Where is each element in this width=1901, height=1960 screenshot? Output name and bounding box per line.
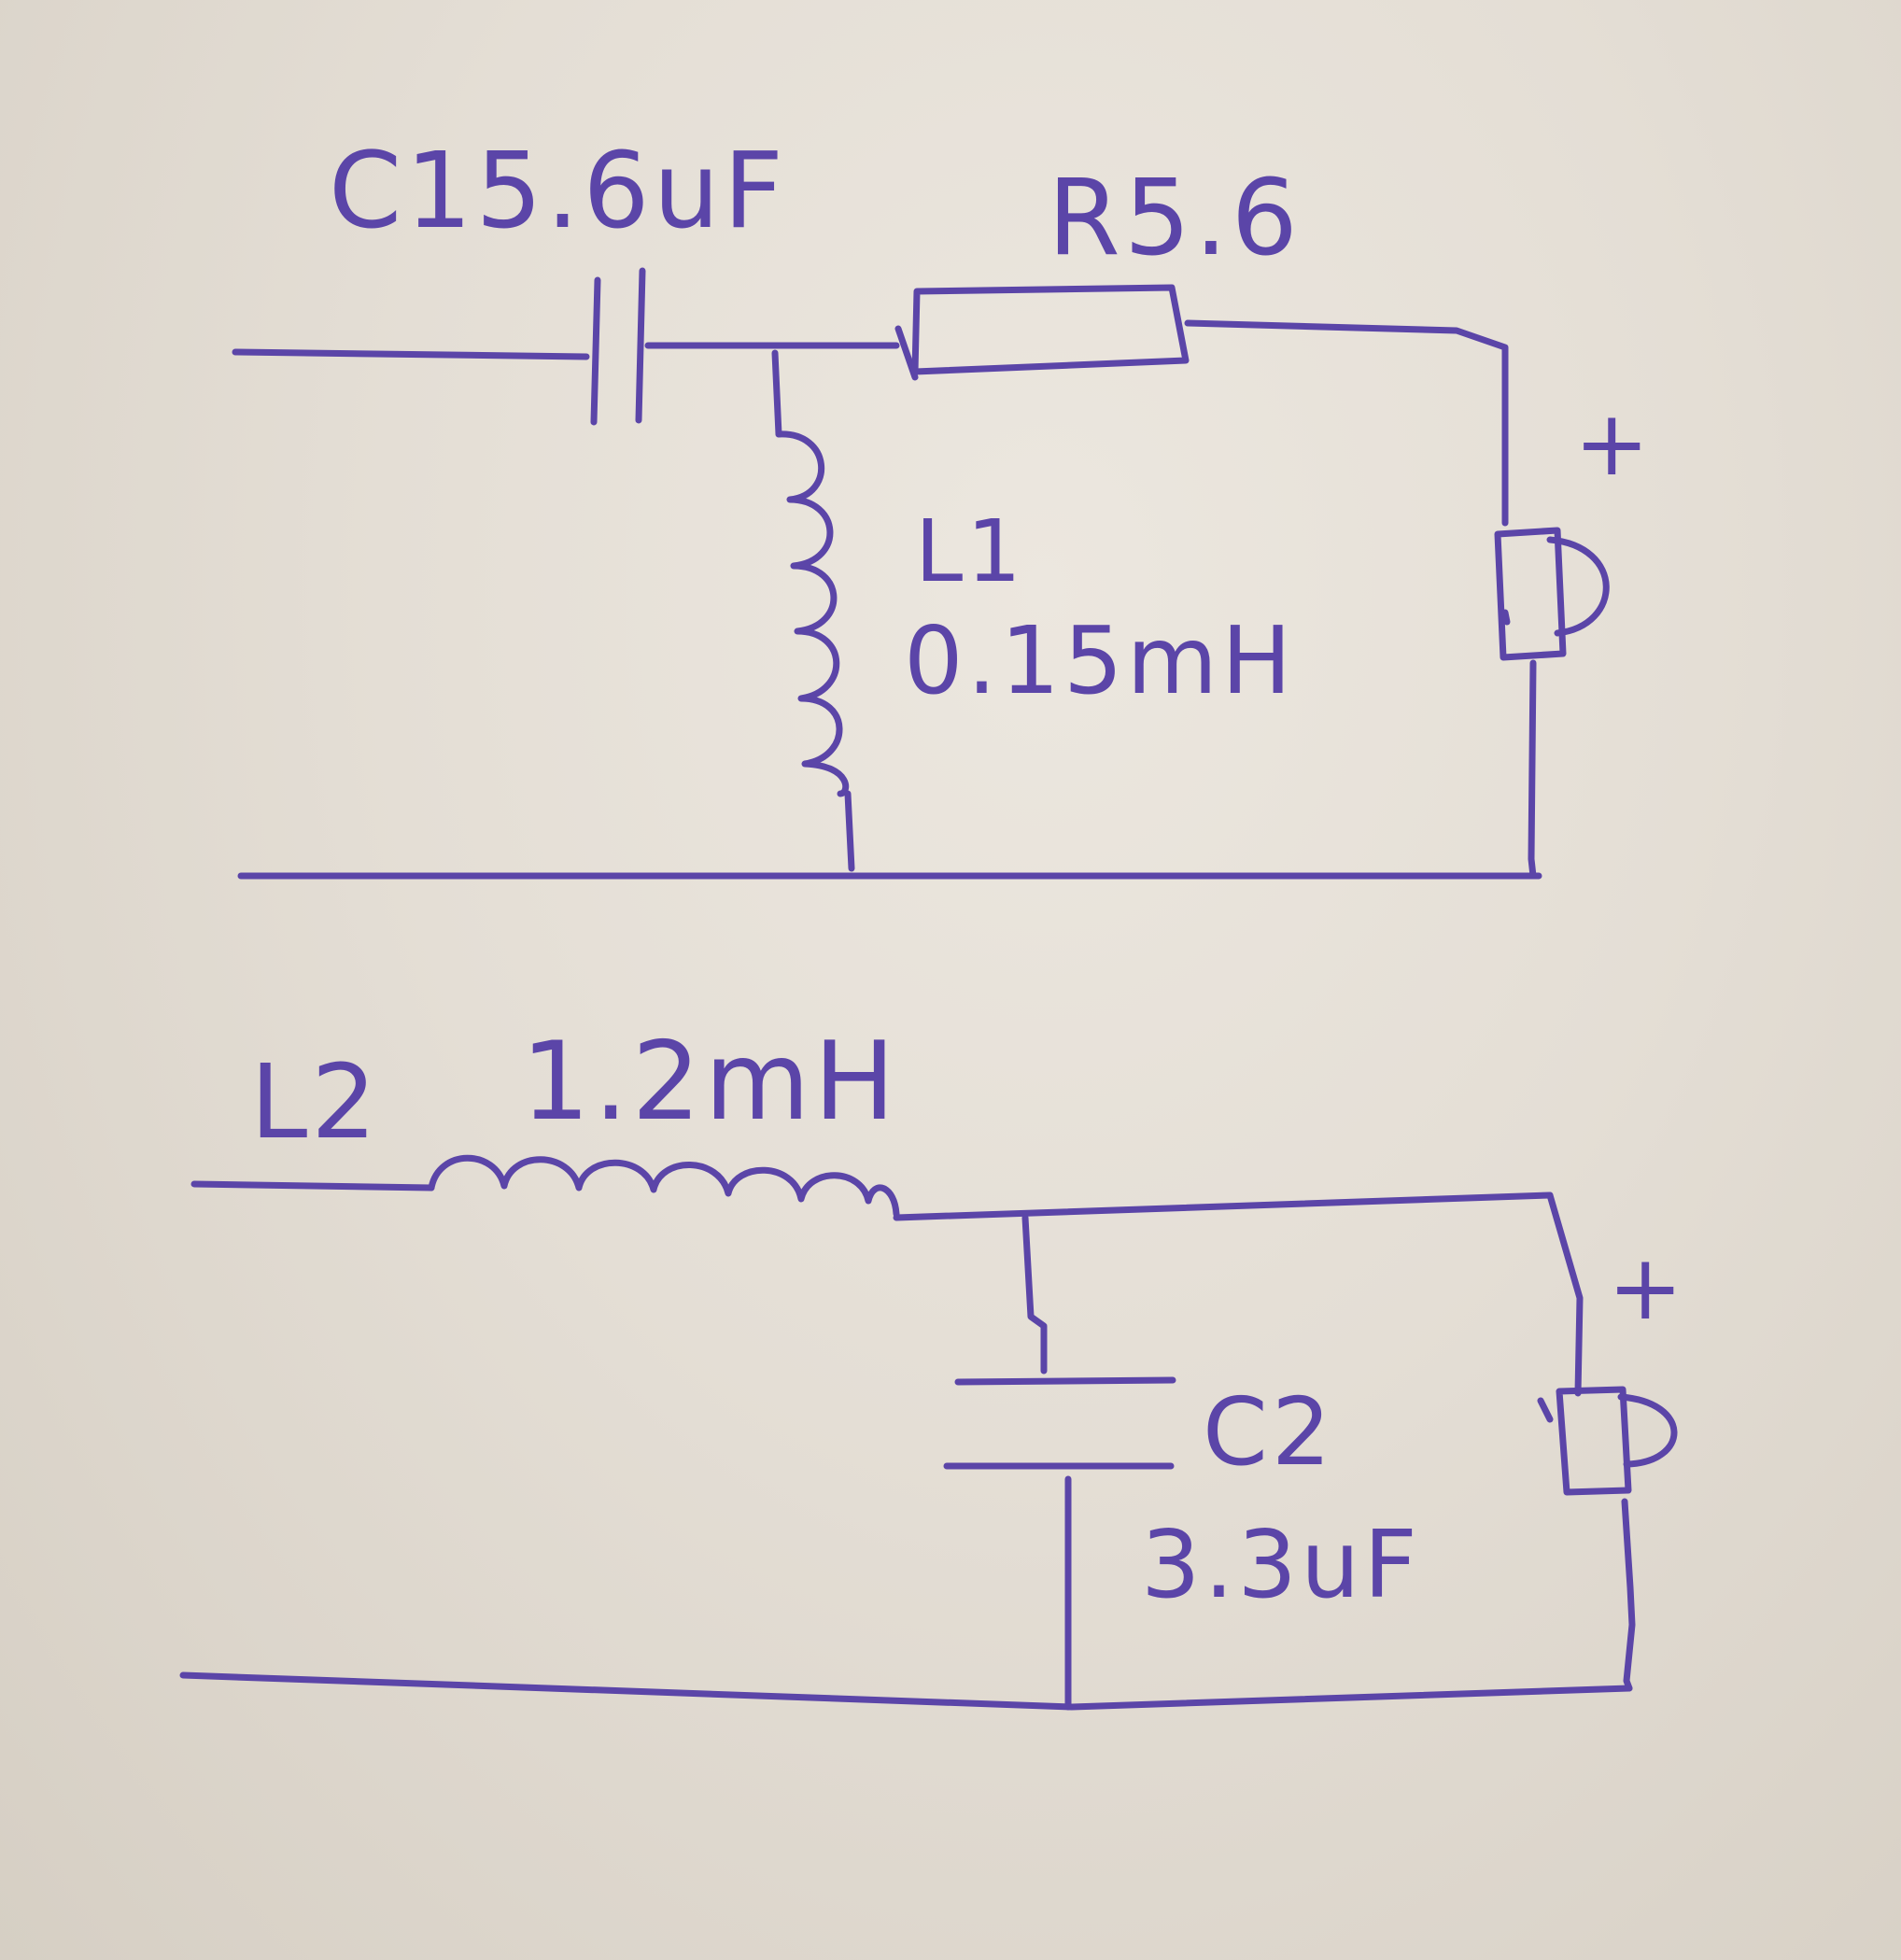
l2-name-label: L2: [250, 1042, 380, 1162]
inductor-l2-symbol: [428, 1154, 900, 1218]
resistor-r-symbol: [911, 284, 1190, 375]
top-circuit: [232, 267, 1610, 880]
top-right-wire: [1184, 319, 1509, 527]
bottom-right-wire: [1546, 1192, 1584, 1397]
capacitor-c1-symbol: [590, 267, 646, 426]
c1-label: C15.6uF: [329, 131, 787, 252]
speaker-bottom-symbol: [1537, 1386, 1678, 1496]
top-speaker-plus-label: +: [1574, 391, 1653, 496]
r-label: R5.6: [1048, 158, 1302, 279]
bottom-input-wire: [190, 1180, 435, 1192]
c2-name-label: C2: [1203, 1377, 1334, 1487]
bottom-speaker-plus-label: +: [1608, 1235, 1686, 1340]
inductor-l1-symbol: [775, 430, 850, 797]
c2-top-lead: [1021, 1214, 1048, 1375]
l1-name-label: L1: [915, 501, 1025, 601]
l1-bottom-lead: [844, 790, 855, 872]
bottom-top-wire: [893, 1192, 1554, 1221]
top-input-wire: [232, 348, 590, 360]
l1-top-lead: [771, 349, 782, 438]
bottom-ground-rail: [179, 1671, 1633, 1711]
top-speaker-return: [1528, 659, 1537, 880]
bottom-speaker-return: [1621, 1498, 1636, 1692]
speaker-top-symbol: [1494, 527, 1610, 661]
bottom-circuit: [179, 1154, 1678, 1711]
l2-value-label: 1.2mH: [521, 1019, 899, 1145]
l1-value-label: 0.15mH: [904, 606, 1295, 715]
capacitor-c2-symbol: [943, 1376, 1176, 1470]
c2-value-label: 3.3uF: [1141, 1510, 1421, 1619]
